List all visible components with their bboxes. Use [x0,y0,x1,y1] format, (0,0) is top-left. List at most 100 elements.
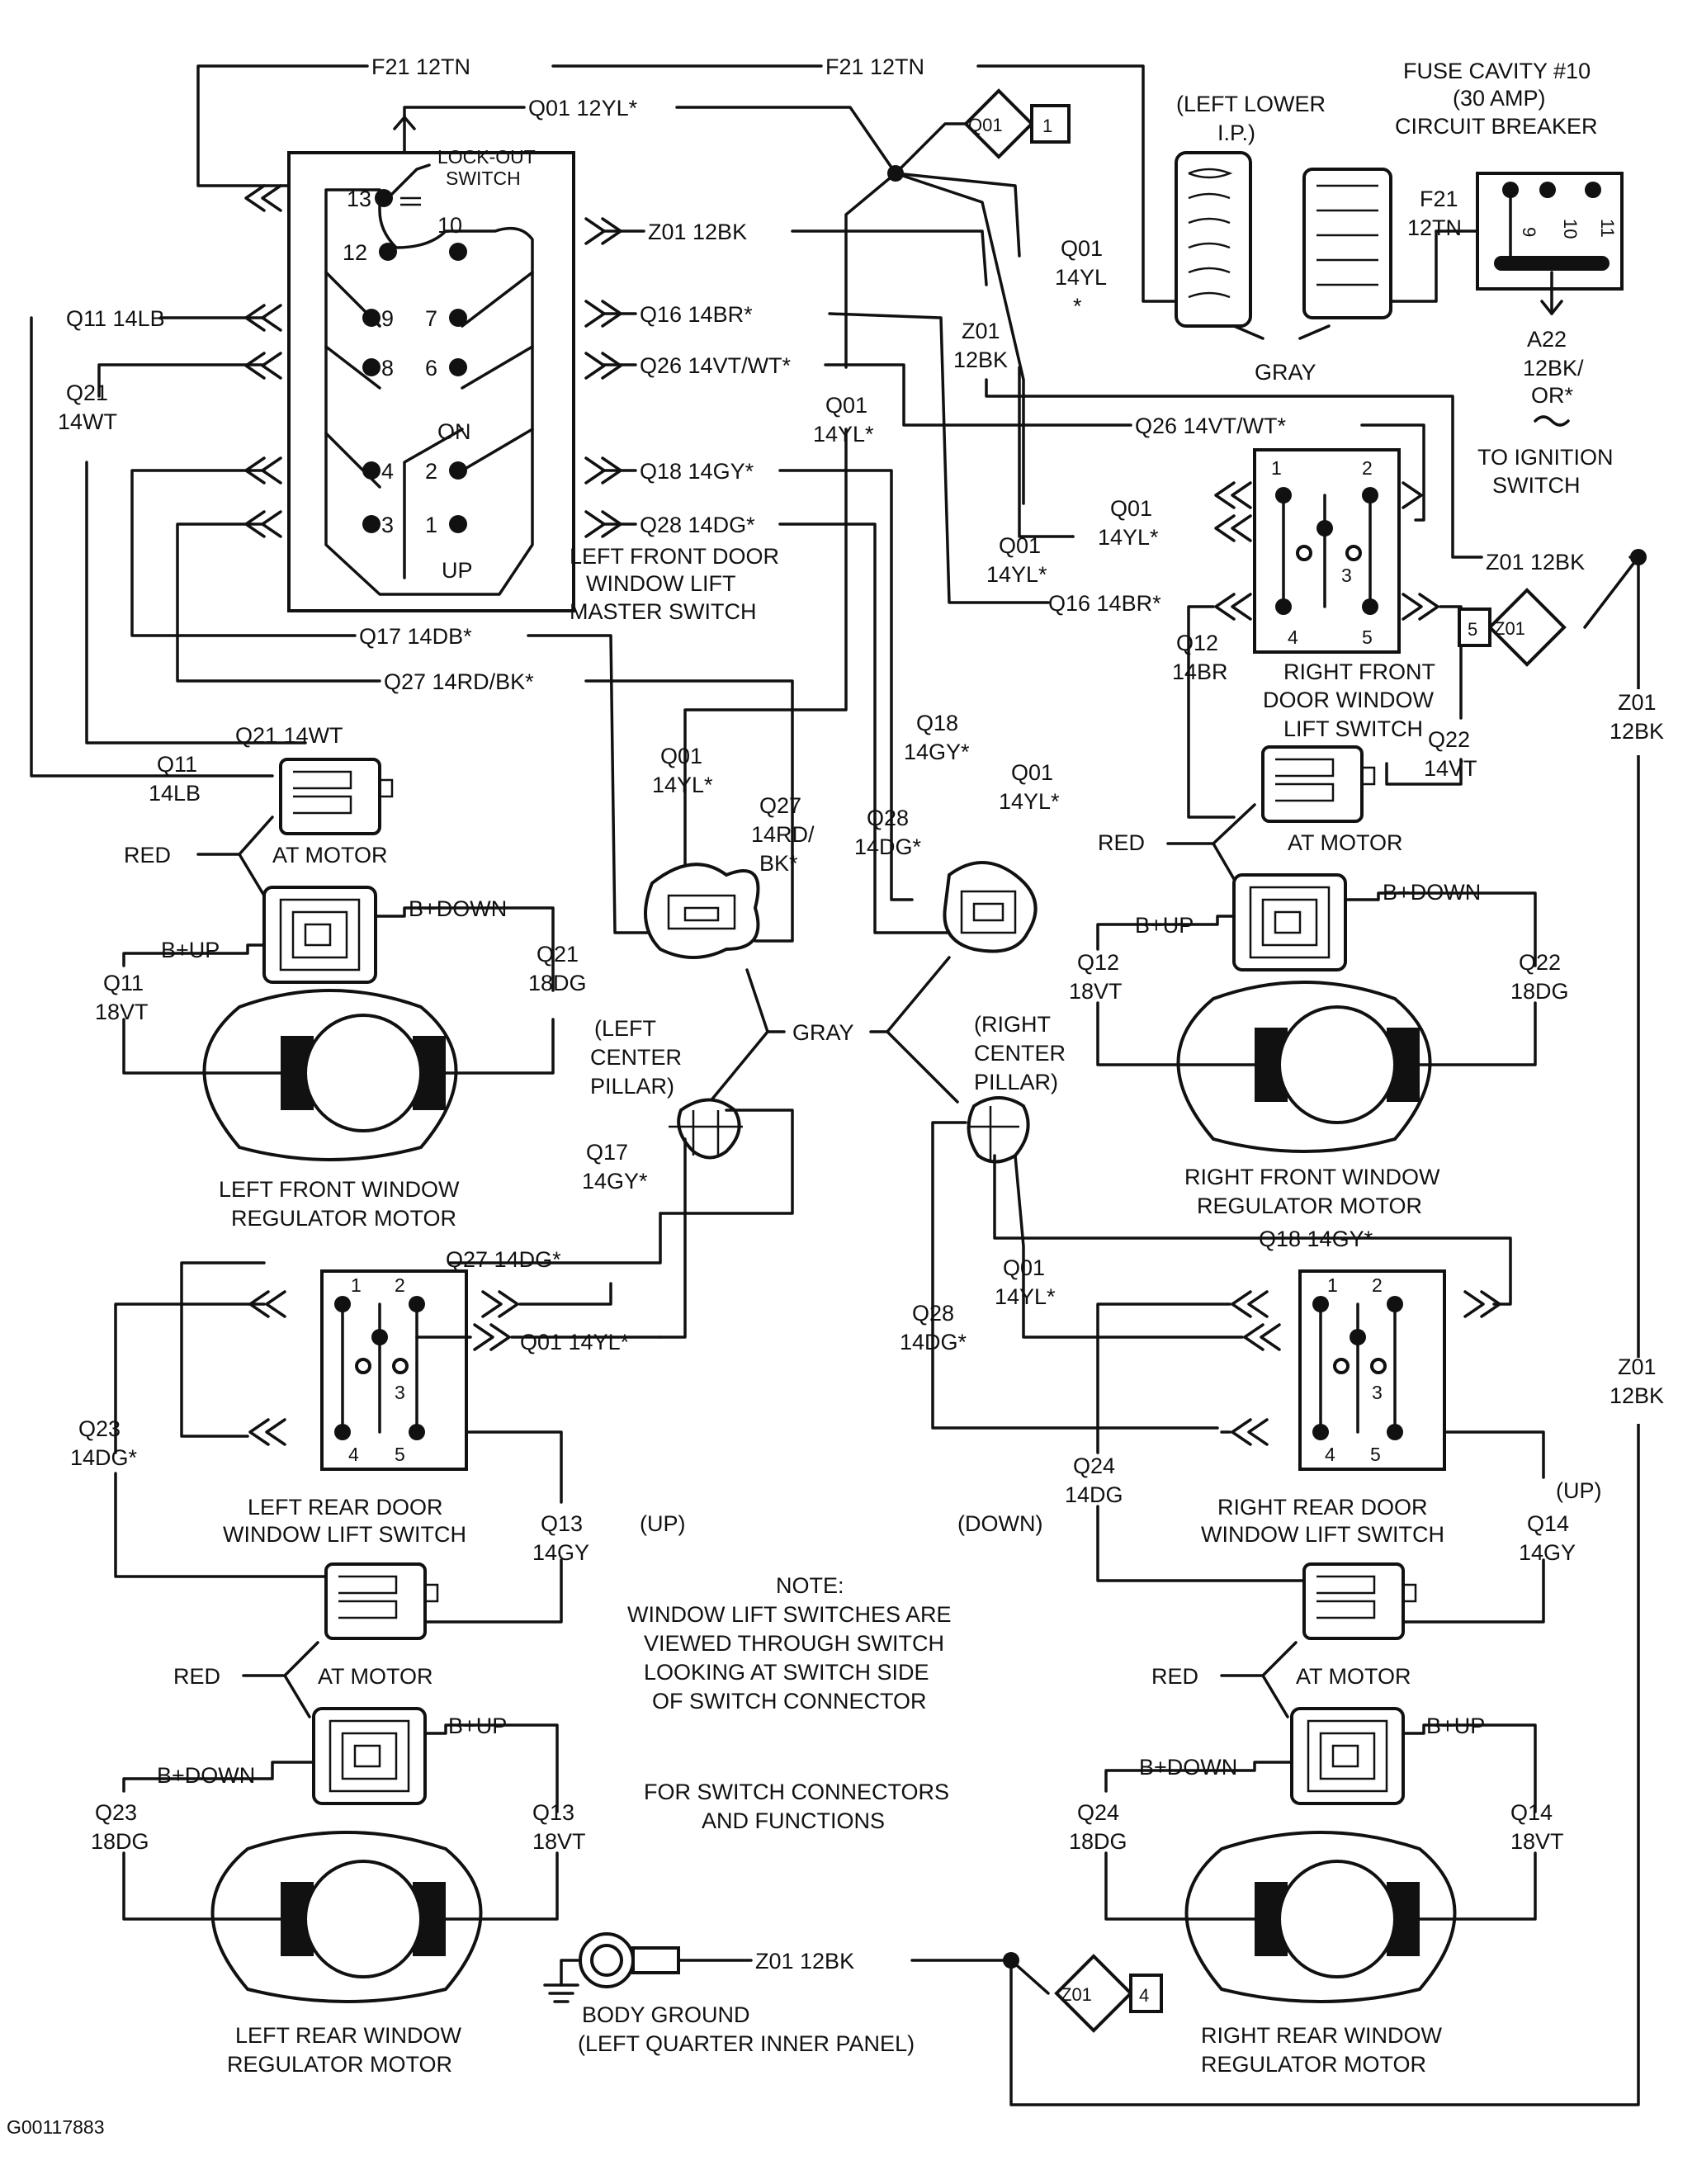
motor-title: REGULATOR MOTOR [1201,2052,1426,2077]
gray-label: GRAY [1255,360,1316,385]
wire-label: Q01 [1003,1255,1045,1280]
fuse-pin-label: 11 [1597,219,1618,238]
wire-label: 14YL* [986,562,1047,587]
wire-label: A22 [1527,327,1567,352]
right-front-switch: 1 2 3 4 5 RIGHT FRONT DOOR WINDOW LIFT S… [1187,448,1463,819]
master-pin-2 [449,461,467,480]
red-label: RED [173,1664,220,1689]
master-pin-label: 4 [381,459,394,484]
wire-label: 18VT [95,1000,149,1024]
master-pin-10 [449,243,467,261]
pillar-label: CENTER [590,1045,682,1070]
wire-label: Q21 [66,381,108,405]
master-switch: 13 12 10 9 8 7 6 4 2 3 1 LOCK-OUT SWITCH… [244,146,779,624]
wire-labels: F21 12TN F21 12TN Q01 12YL* Z01 12BK Q11… [58,54,1585,876]
wire-label: Z01 12BK [648,220,747,244]
wire-label: 12BK/ [1523,356,1584,381]
wire-label: Q26 14VT/WT* [1135,414,1287,438]
rf-switch-title: LIFT SWITCH [1283,716,1423,741]
wire-label: 14YL* [999,789,1060,814]
at-motor-label: AT MOTOR [272,843,388,867]
wire-label: Q11 [103,971,144,995]
wire-label: Q16 14BR* [640,302,753,327]
wire-label: Q01 [1110,496,1152,521]
wire-label: Q12 [1077,950,1119,975]
up-label: (UP) [640,1511,686,1536]
wire-label: B+DOWN [409,896,507,921]
z01-tag-label: Z01 [1061,1984,1092,2005]
right-rear-motor: AT MOTOR RED B+UP B+DOWN Q24 18DG Q14 18… [1069,1505,1564,2077]
wire-label: Q27 14DG* [446,1247,561,1272]
master-pin-6 [449,358,467,376]
wire-label: Q01 [660,744,702,768]
wire-label: 14BR [1172,659,1228,684]
ignition-label: SWITCH [1492,473,1580,498]
up-label: UP [442,558,473,583]
master-switch-title: WINDOW LIFT [586,571,735,596]
ground-label: BODY GROUND [582,2002,750,2027]
lr-switch-title: LEFT REAR DOOR [248,1495,443,1520]
motor-title: LEFT FRONT WINDOW [219,1177,460,1202]
lr-pin-label: 2 [395,1274,405,1296]
body-ground: Z01 12BK BODY GROUND (LEFT QUARTER INNER… [543,1932,1163,2056]
wire-label: Z01 12BK [755,1949,854,1974]
at-motor-label: AT MOTOR [1296,1664,1411,1689]
at-motor-label: AT MOTOR [318,1664,433,1689]
wire-label: Q23 [95,1800,137,1825]
wire-label: 18DG [91,1829,149,1854]
wire-label: 18DG [1069,1829,1127,1854]
note-text: LOOKING AT SWITCH SIDE [644,1660,929,1685]
wire-label: OR* [1531,383,1574,408]
down-label: (DOWN) [957,1511,1042,1536]
master-pin-label: 12 [343,240,367,265]
motor-title: REGULATOR MOTOR [1197,1194,1422,1218]
lockout-label: LOCK-OUT [437,146,536,168]
wire-label: 12TN [1407,215,1462,240]
q01-tag-num: 1 [1042,116,1052,136]
wire-label: Q24 [1077,1800,1119,1825]
left-lower-ip-label: (LEFT LOWER [1176,92,1326,116]
rr-switch-title: RIGHT REAR DOOR [1217,1495,1428,1520]
q01-tag-label: Q01 [968,115,1003,135]
lr-pin-label: 5 [395,1444,405,1465]
z01-tag-num: 5 [1468,619,1477,640]
wire-label: 14DG [1065,1482,1123,1507]
splice-dot [887,165,904,182]
mid-labels: Q23 14DG* Q13 14GY Q24 14DG Q14 14GY (UP… [70,1416,1602,1833]
wire-label: 18VT [532,1829,586,1854]
master-switch-housing [287,151,575,612]
gray-label: GRAY [792,1020,854,1045]
master-pin-13 [375,189,393,207]
lr-pin-label: 4 [348,1444,359,1465]
fuse-pin-label: 9 [1519,227,1539,237]
fuse-label: CIRCUIT BREAKER [1395,114,1598,139]
wire-label: 14YL* [1098,525,1159,550]
wire-label: 14GY [1519,1540,1576,1565]
wire-label: 14RD/ [751,822,815,847]
wire-label: F21 12TN [825,54,924,79]
wire-label: Q17 14DB* [359,624,472,649]
rr-pin-label: 2 [1372,1274,1383,1296]
master-switch-title: MASTER SWITCH [570,599,757,624]
wire-label: Q12 [1176,631,1218,655]
z01-tag-num: 4 [1139,1985,1149,2006]
motor-title: REGULATOR MOTOR [231,1206,456,1231]
lr-pin-label: 3 [395,1382,405,1403]
wire-label: Z01 12BK [1486,550,1585,574]
wire-label: Q23 [78,1416,121,1441]
master-pin-label: 13 [347,187,371,211]
figure-code: G00117883 [7,2116,105,2138]
fuse-label: (30 AMP) [1453,86,1546,111]
wire-label: 14WT [58,409,117,434]
master-pin-9 [362,309,381,327]
master-pin-label: 2 [425,459,437,484]
wire-label: Q18 [916,711,958,735]
wire-label: F21 12TN [371,54,470,79]
master-pin-label: 1 [425,513,437,537]
left-lower-ip-label: I.P.) [1217,121,1255,145]
motor-title: LEFT REAR WINDOW [235,2023,462,2048]
rr-pin-label: 4 [1325,1444,1335,1465]
wire-label: 14DG* [900,1330,967,1354]
left-rear-motor: AT MOTOR RED B+UP B+DOWN Q23 18DG Q13 18… [91,1472,586,2077]
